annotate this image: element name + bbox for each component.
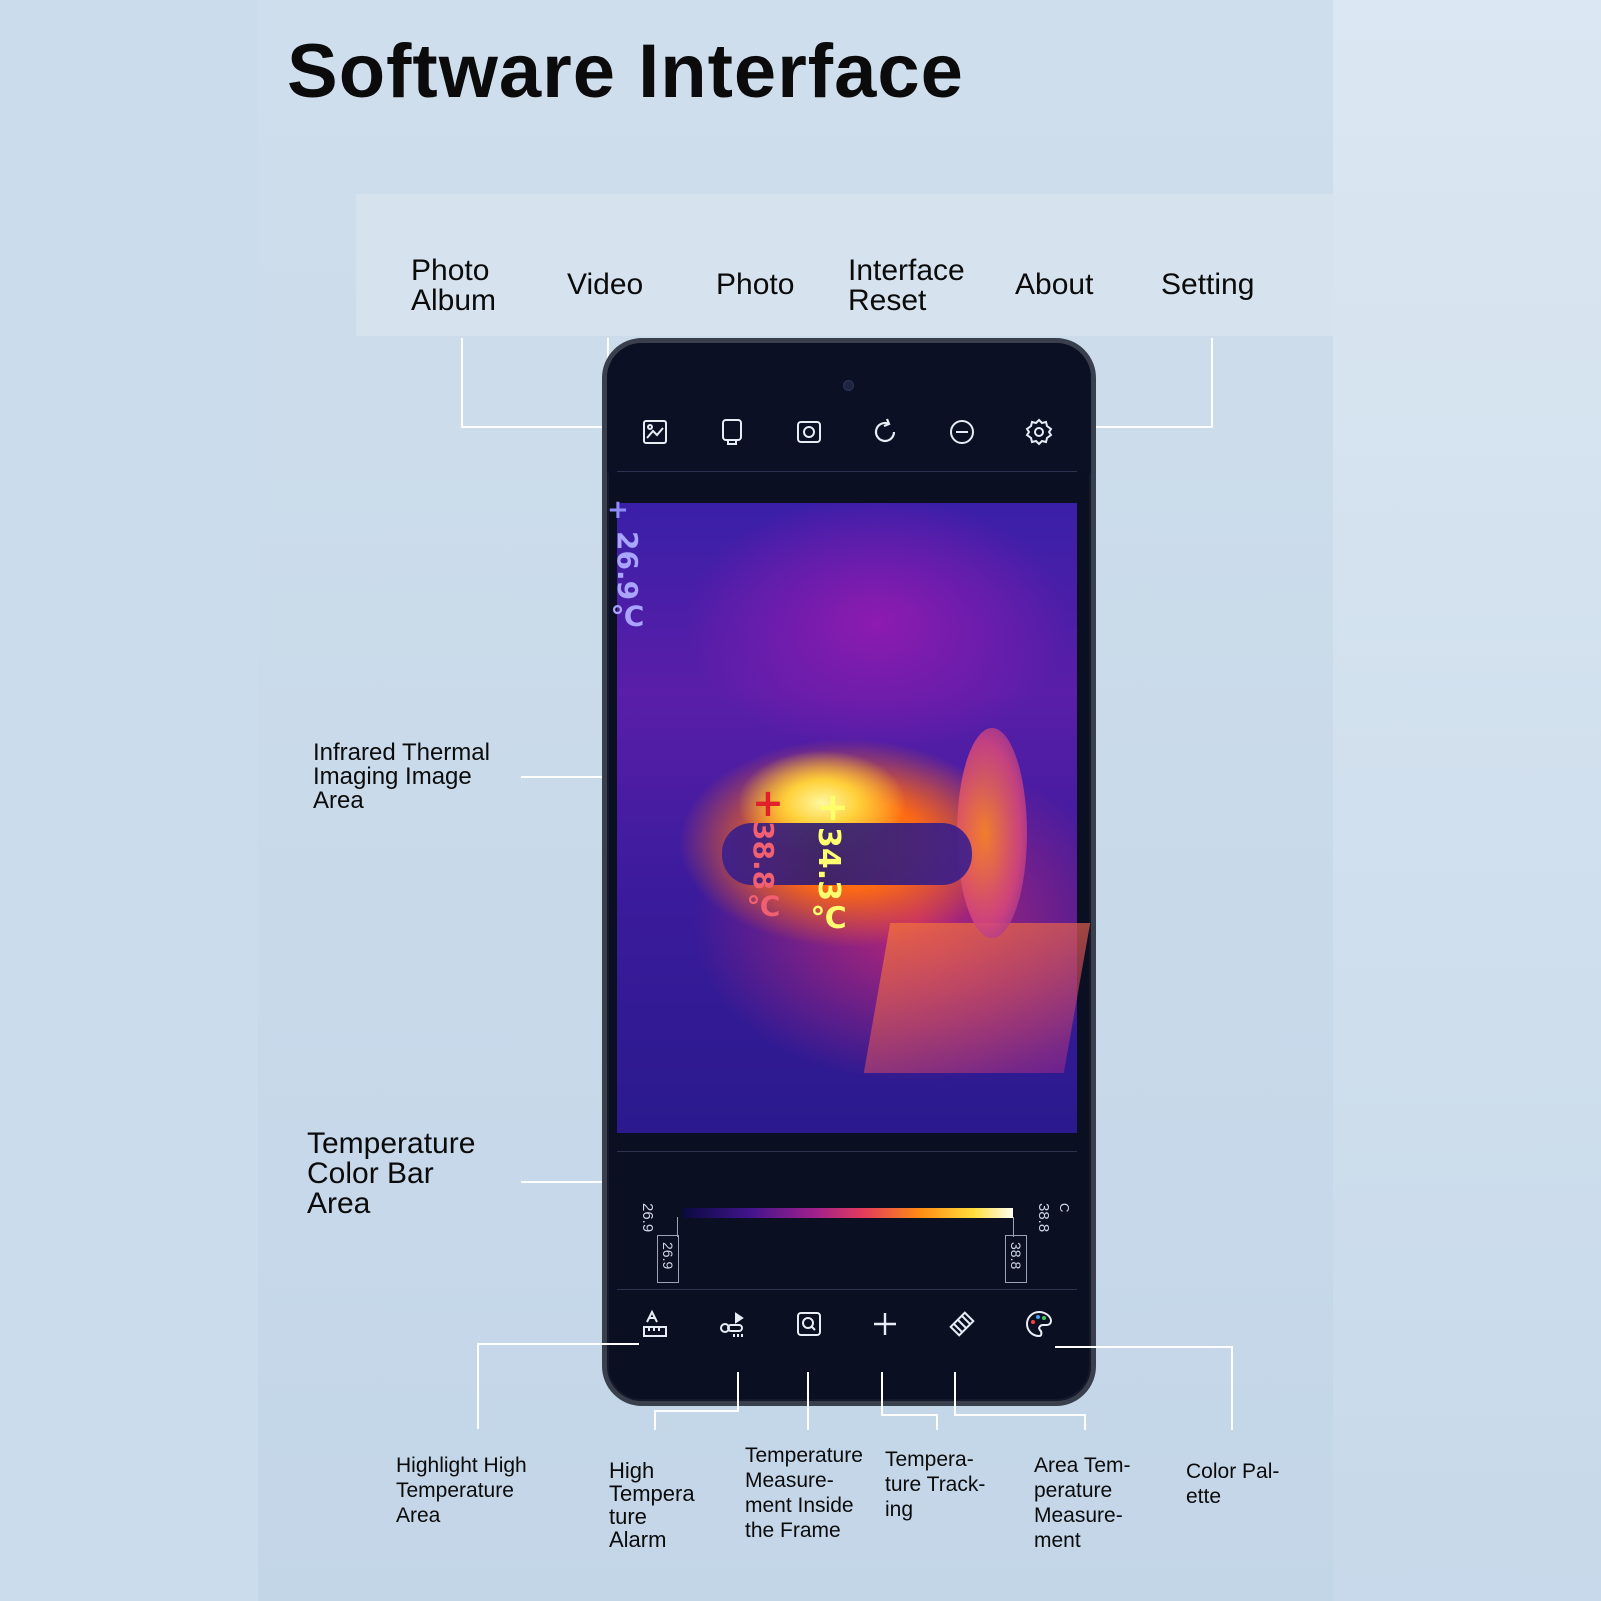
connector-line: [954, 1414, 1086, 1416]
colorbar-high-label: 38.8: [1035, 1203, 1052, 1233]
connector-line: [654, 1410, 739, 1412]
connector-line: [954, 1372, 956, 1416]
label-area-measure: Area Tem- perature Measure- ment: [1034, 1454, 1131, 1552]
colorbar-low-label: 26.9: [639, 1203, 656, 1233]
threshold-line: [677, 1217, 678, 1237]
interface-reset-icon[interactable]: [868, 415, 902, 449]
max-temp-marker: +: [752, 781, 784, 825]
label-photo-album: Photo Album: [411, 254, 497, 317]
connector-line: [1231, 1346, 1233, 1430]
divider: [617, 1151, 1077, 1152]
label-color-bar-area: Temperature Color Bar Area: [307, 1127, 476, 1220]
label-measure-frame: Temperature Measure- ment Inside the Fra…: [745, 1444, 863, 1542]
connector-line: [654, 1410, 656, 1430]
low-threshold-handle[interactable]: 26.9: [657, 1235, 679, 1283]
measure-frame-icon[interactable]: [792, 1307, 826, 1341]
top-toolbar: [617, 407, 1077, 457]
label-setting: Setting: [1161, 268, 1255, 301]
connector-line: [881, 1372, 883, 1416]
center-temp-reading: 34.3℃: [811, 827, 846, 937]
connector-line: [737, 1372, 739, 1412]
phone-screen: + 26.9℃ + 38.8℃ + 34.3℃ 26.9 38.8 C 26.9…: [602, 338, 1096, 1406]
colorbar-gradient: [683, 1208, 1013, 1218]
label-color-palette: Color Pal- ette: [1186, 1460, 1280, 1508]
thermal-object-band: [722, 823, 972, 885]
label-temp-tracking: Tempera- ture Track- ing: [885, 1448, 986, 1521]
status-area: [607, 343, 1091, 473]
max-temp-reading: 38.8℃: [747, 821, 780, 924]
highlight-high-temp-icon[interactable]: [638, 1307, 672, 1341]
threshold-line: [1013, 1217, 1014, 1237]
label-interface-reset: Interface Reset: [848, 254, 965, 317]
colorbar-unit: C: [1057, 1203, 1072, 1213]
label-video: Video: [567, 268, 644, 301]
photo-album-icon[interactable]: [638, 415, 672, 449]
video-icon[interactable]: [715, 415, 749, 449]
divider: [617, 1289, 1077, 1290]
min-temp-reading: 26.9℃: [611, 531, 644, 634]
label-image-area: Infrared Thermal Imaging Image Area: [313, 739, 490, 814]
page-title: Software Interface: [287, 29, 964, 114]
top-label-bar: [356, 194, 1333, 336]
background-right: [1333, 0, 1601, 1601]
label-highlight-high-temp: Highlight High Temperature Area: [396, 1454, 527, 1527]
thermal-image[interactable]: [617, 503, 1091, 1133]
center-temp-marker: +: [817, 785, 849, 829]
low-threshold-value: 26.9: [660, 1242, 676, 1270]
setting-icon[interactable]: [1022, 415, 1056, 449]
area-measure-icon[interactable]: [945, 1307, 979, 1341]
connector-line: [477, 1343, 639, 1345]
bottom-toolbar: [617, 1299, 1077, 1349]
connector-line: [936, 1414, 938, 1430]
thermal-object-rim: [957, 728, 1027, 938]
front-camera: [843, 380, 854, 391]
connector-line: [1084, 1414, 1086, 1430]
photo-icon[interactable]: [792, 415, 826, 449]
about-icon[interactable]: [945, 415, 979, 449]
connector-line: [477, 1343, 479, 1429]
color-palette-icon[interactable]: [1022, 1307, 1056, 1341]
temperature-color-bar: 26.9 38.8 C 26.9 38.8: [617, 1163, 1077, 1303]
high-temp-alarm-icon[interactable]: [715, 1307, 749, 1341]
high-threshold-value: 38.8: [1008, 1242, 1024, 1270]
divider: [617, 471, 1077, 472]
connector-line: [1211, 338, 1213, 428]
thermal-object-lower: [863, 923, 1091, 1073]
min-temp-marker: +: [607, 495, 629, 525]
label-photo: Photo: [716, 268, 795, 301]
connector-line: [1055, 426, 1213, 428]
label-about: About: [1015, 268, 1094, 301]
connector-line: [461, 338, 463, 428]
connector-line: [807, 1372, 809, 1430]
connector-line: [1055, 1346, 1233, 1348]
connector-line: [461, 426, 639, 428]
background-left: [0, 0, 258, 1601]
high-threshold-handle[interactable]: 38.8: [1005, 1235, 1027, 1283]
label-high-temp-alarm: High Tempera ture Alarm: [609, 1458, 695, 1552]
connector-line: [881, 1414, 938, 1416]
temp-tracking-icon[interactable]: [868, 1307, 902, 1341]
